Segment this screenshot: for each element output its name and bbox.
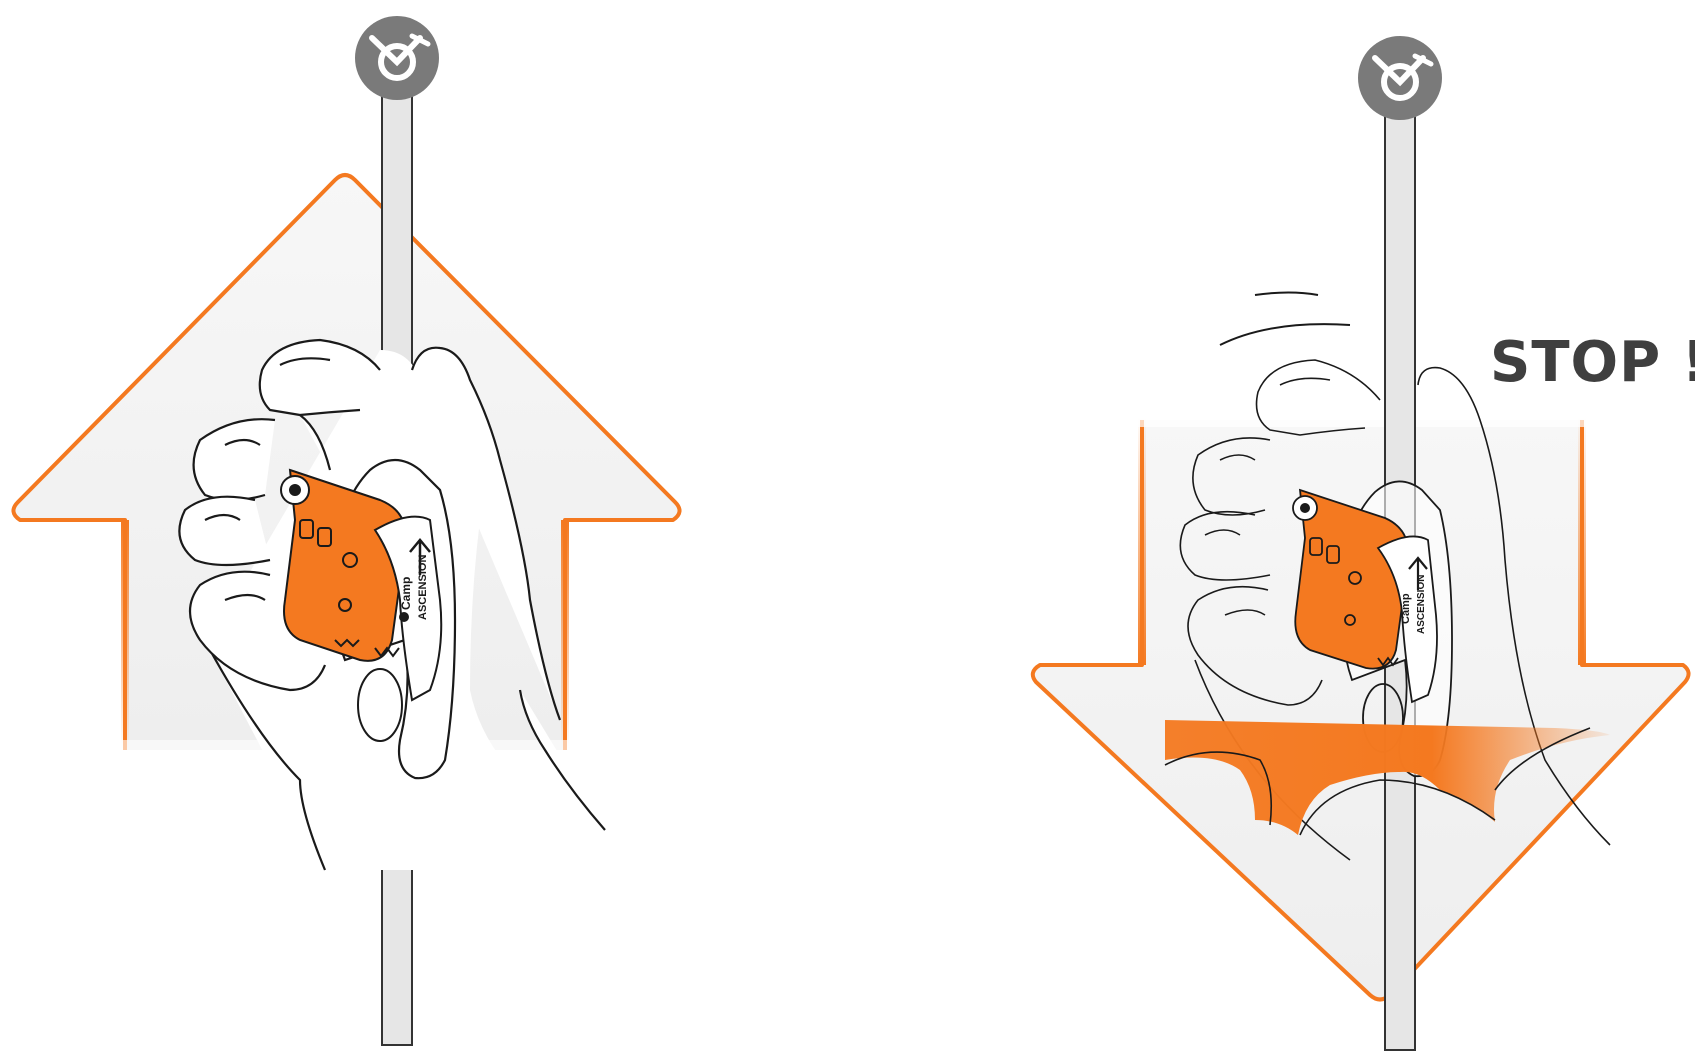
anchor-point-icon [1358,36,1442,120]
device-model-label: ASCENSION [1416,575,1427,634]
anchor-point-icon [355,16,439,100]
motion-lines [1220,293,1350,346]
device-brand-label: Camp [399,577,413,610]
panel-arrest: Camp ASCENSION [1033,36,1689,1050]
device-model-label: ASCENSION [417,555,429,620]
carabiner-symbol-icon [358,669,402,741]
down-arrow-icon [1033,405,1689,1000]
panel-ascend: Camp ASCENSION [13,16,679,1045]
device-brand-label: Camp [1400,593,1412,624]
stop-callout: STOP ! [1490,330,1695,395]
camp-logo-icon [399,612,409,622]
